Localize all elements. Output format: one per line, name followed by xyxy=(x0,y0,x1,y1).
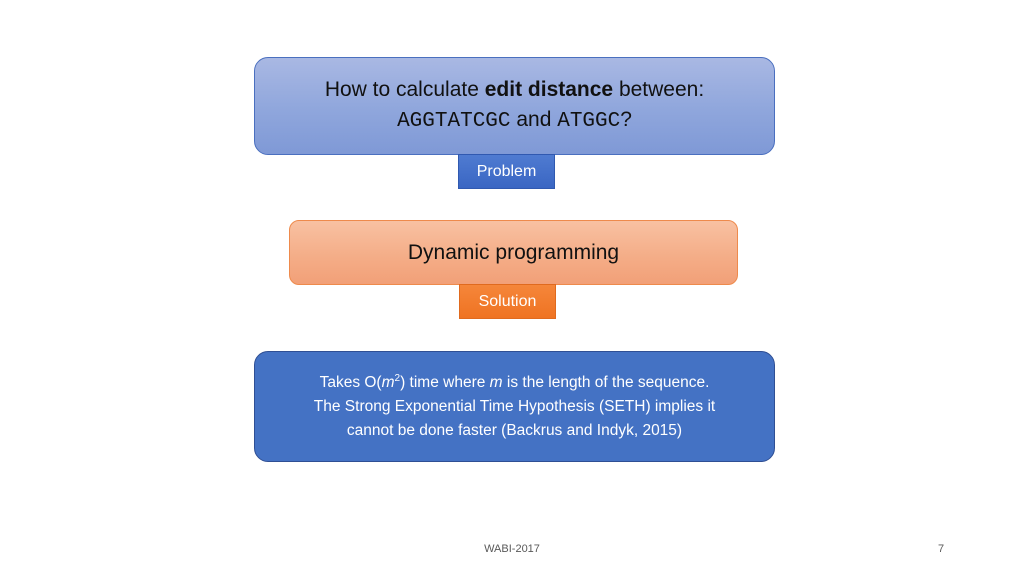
footer-page-number: 7 xyxy=(938,543,945,555)
note-line-1: Takes O(m2) time where m is the length o… xyxy=(320,371,710,395)
note-var-m: m xyxy=(381,373,395,391)
problem-line-2: AGGTATCGC and ATGGC? xyxy=(397,105,632,137)
note-rest-line-1: is the length of the sequence. xyxy=(502,373,710,391)
problem-prefix: How to calculate xyxy=(324,78,485,101)
problem-bold-term: edit distance xyxy=(484,78,614,101)
sequence-2: ATGGC xyxy=(557,110,621,133)
note-var-m-2: m xyxy=(489,373,503,391)
note-after-exp: ) time where xyxy=(400,373,490,391)
problem-tag: Problem xyxy=(458,154,555,189)
note-exponent: 2 xyxy=(394,372,401,384)
footer-conference: WABI-2017 xyxy=(484,543,540,555)
problem-line-1: How to calculate edit distance between: xyxy=(325,75,704,105)
question-mark: ? xyxy=(620,108,632,131)
sequence-1: AGGTATCGC xyxy=(397,110,511,133)
solution-text: Dynamic programming xyxy=(407,240,620,264)
note-line-2: The Strong Exponential Time Hypothesis (… xyxy=(313,397,716,415)
note-line-3: cannot be done faster (Backrus and Indyk… xyxy=(346,421,683,439)
solution-box: Dynamic programming xyxy=(289,220,738,285)
problem-suffix: between: xyxy=(613,78,705,101)
note-takes: Takes O( xyxy=(319,373,382,391)
complexity-note-box: Takes O(m2) time where m is the length o… xyxy=(254,351,775,462)
and-word: and xyxy=(510,108,558,131)
problem-box: How to calculate edit distance between: … xyxy=(254,57,775,155)
solution-tag: Solution xyxy=(459,284,556,319)
